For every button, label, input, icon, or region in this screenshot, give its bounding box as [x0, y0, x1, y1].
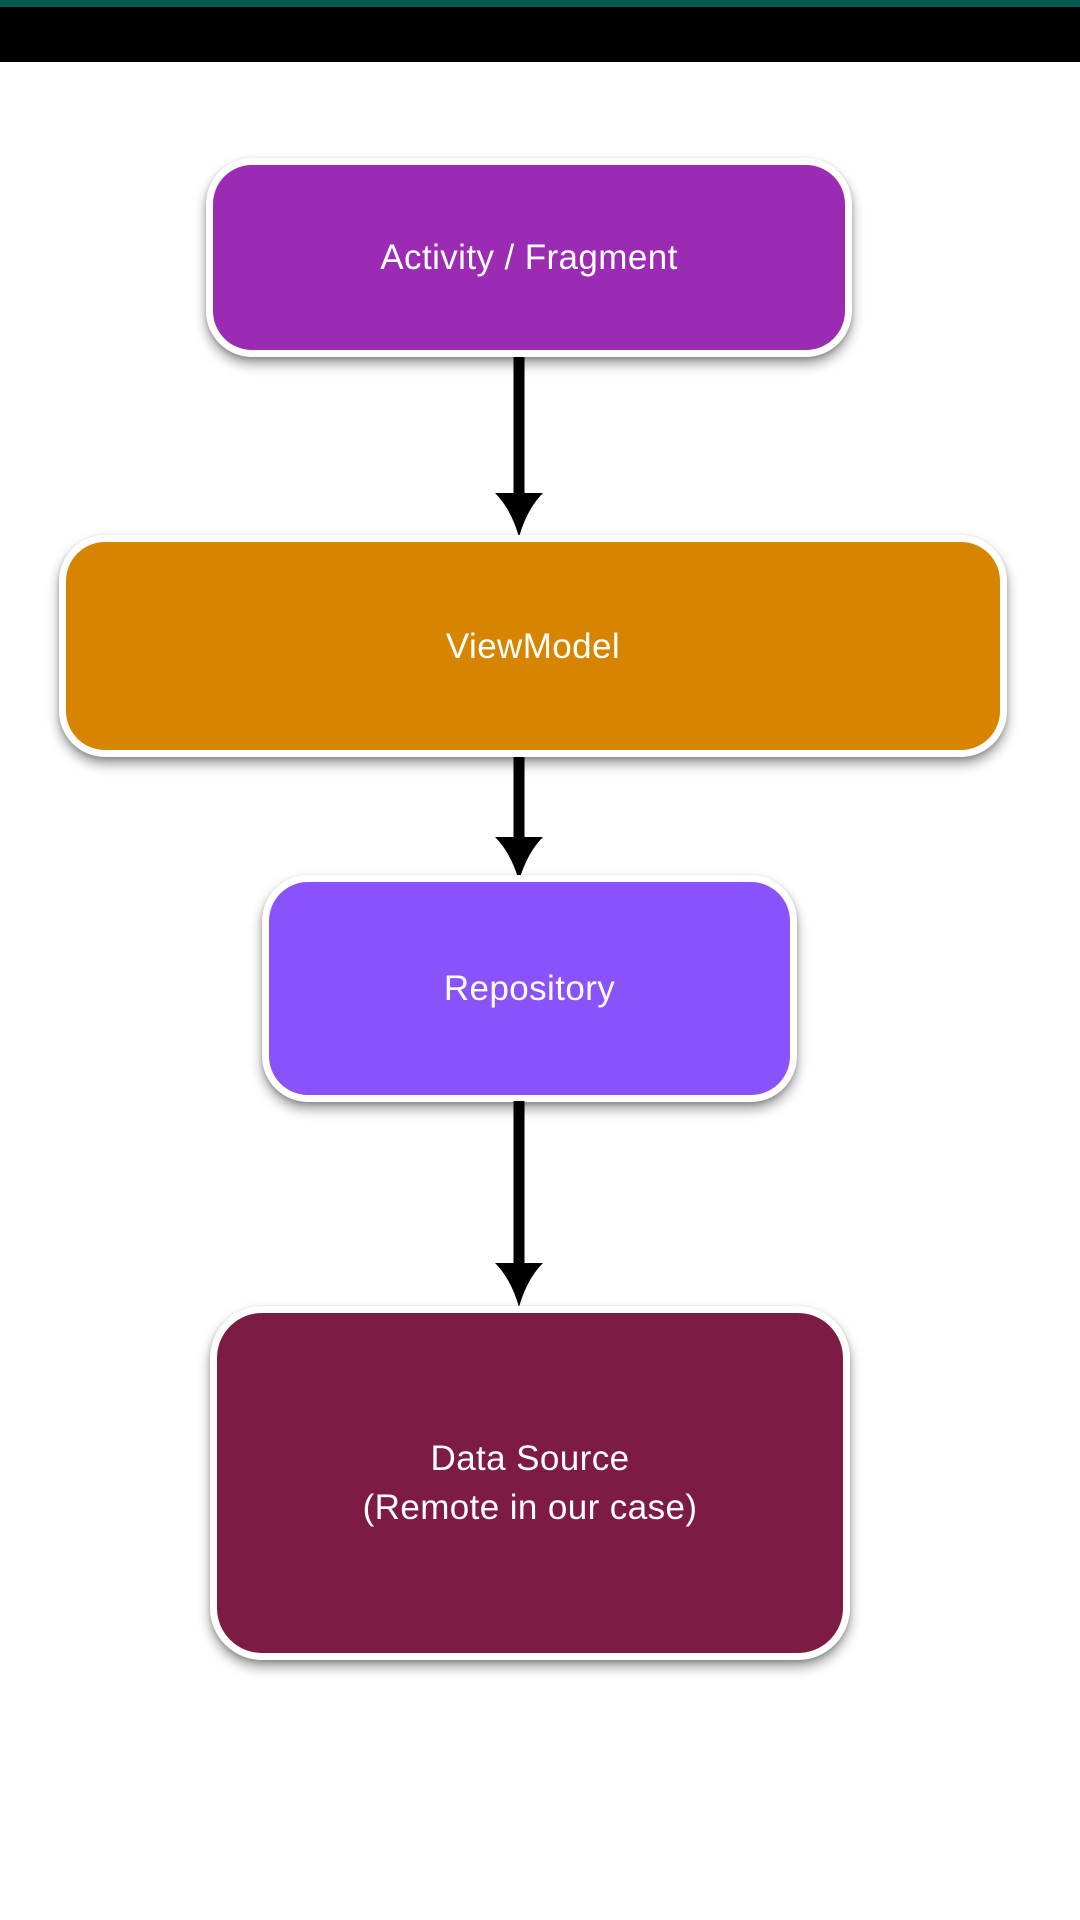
- node-repository: Repository: [262, 875, 797, 1102]
- top-black-header-bar: [0, 7, 1080, 62]
- node-activity-fragment-label: Activity / Fragment: [380, 238, 678, 277]
- node-data-source-label: Data Source: [430, 1439, 630, 1478]
- node-viewmodel: ViewModel: [59, 535, 1007, 757]
- edge-repository-to-datasource-arrow: [495, 1101, 543, 1307]
- edge-activity-to-viewmodel-arrow: [495, 357, 543, 537]
- node-viewmodel-label: ViewModel: [445, 626, 621, 666]
- top-teal-strip: [0, 0, 1080, 7]
- node-data-source: Data Source (Remote in our case): [210, 1306, 850, 1660]
- node-data-source-sublabel: (Remote in our case): [362, 1488, 698, 1527]
- node-repository-label: Repository: [443, 969, 616, 1008]
- edge-viewmodel-to-repository-arrow: [495, 757, 543, 881]
- node-activity-fragment: Activity / Fragment: [206, 158, 852, 357]
